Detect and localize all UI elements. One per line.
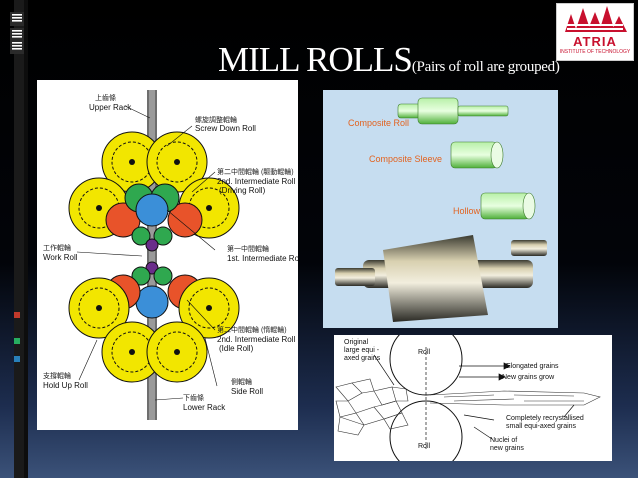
label-new-grains: New grains grow [502,374,555,381]
slide-title: MILL ROLLS(Pairs of roll are grouped) [218,40,560,80]
label-screw-down: Screw Down Roll [195,124,256,133]
label-composite-sleeve: Composite Sleeve [369,154,443,164]
label-hold-up-cn: 支撐輥輪 [43,373,71,380]
label-original: Original [344,339,369,346]
label-elongated: Elongated grains [506,363,559,370]
label-nuclei: Nuclei of [490,437,518,444]
label-composite-roll: Composite Roll [348,118,410,128]
stripe-bullet-icon [10,12,24,26]
label-roll-bottom: Roll [418,443,431,450]
label-nuclei-2: new grains [490,445,524,452]
label-side-roll-cn: 側輥輪 [231,379,252,386]
label-second-int-sub: (Driving Roll) [219,186,266,195]
title-main: MILL ROLLS [218,40,413,79]
label-upper-rack-cn: 上齒條 [95,95,116,102]
label-second-int: 2nd. Intermediate Roll [217,177,296,186]
left-stripe [14,0,24,478]
composite-roll-diagram [335,97,547,322]
logo-tagline: INSTITUTE OF TECHNOLOGY [559,49,631,55]
label-work-roll: Work Roll [43,253,78,262]
label-first-int-cn: 第一中間輥輪 [227,246,269,253]
stripe-bullet-icon [14,312,20,318]
label-recryst-2: small equi-axed grains [506,423,577,430]
title-sub: (Pairs of roll are grouped) [411,59,560,75]
label-second-int-idle-cn: 第二中間輥輪 (惰輥輪) [217,327,287,334]
label-roll-top: Roll [418,349,431,356]
roll-arrangement-figure: 上齒條 Upper Rack 螺旋調整輥輪 Screw Down Roll 第二… [37,80,298,430]
stripe-bullet-icon [10,40,24,54]
stripe-bullet-icon [10,28,24,42]
recrystallisation-figure: Original large equi - axed grains Roll R… [334,335,612,461]
label-second-int-cn: 第二中間輥輪 (驅動輥輪) [217,169,294,176]
label-lower-rack: Lower Rack [183,403,226,412]
label-second-int-idle: 2nd. Intermediate Roll [217,335,296,344]
label-second-int-idle-sub: (Idle Roll) [219,344,254,353]
label-hollow: Hollow [453,206,481,216]
composite-roll-figure: Composite Roll Composite Sleeve Hollow [323,90,558,328]
label-lower-rack-cn: 下齒條 [183,395,204,402]
upper-roll-group [68,131,240,252]
stripe-bullet-icon [14,356,20,362]
label-side-roll: Side Roll [231,387,264,396]
logo-name: ATRIA [573,34,617,49]
label-upper-rack: Upper Rack [89,103,132,112]
left-stripe-shadow [24,0,28,478]
institute-logo: ATRIA INSTITUTE OF TECHNOLOGY [556,3,634,61]
label-work-roll-cn: 工作輥輪 [43,245,71,252]
label-first-int: 1st. Intermediate Roll [227,254,298,263]
label-hold-up: Hold Up Roll [43,381,88,390]
stripe-bullet-icon [14,338,20,344]
roll-arrangement-diagram [68,90,240,420]
label-screw-down-cn: 螺旋調整輥輪 [195,117,237,124]
logo-building-icon [565,6,627,32]
lower-roll-group [68,261,240,383]
label-original-3: axed grains [344,355,381,362]
recrystallisation-diagram [335,335,601,461]
label-recryst: Completely recrystallised [506,415,584,422]
label-original-2: large equi - [344,347,380,354]
